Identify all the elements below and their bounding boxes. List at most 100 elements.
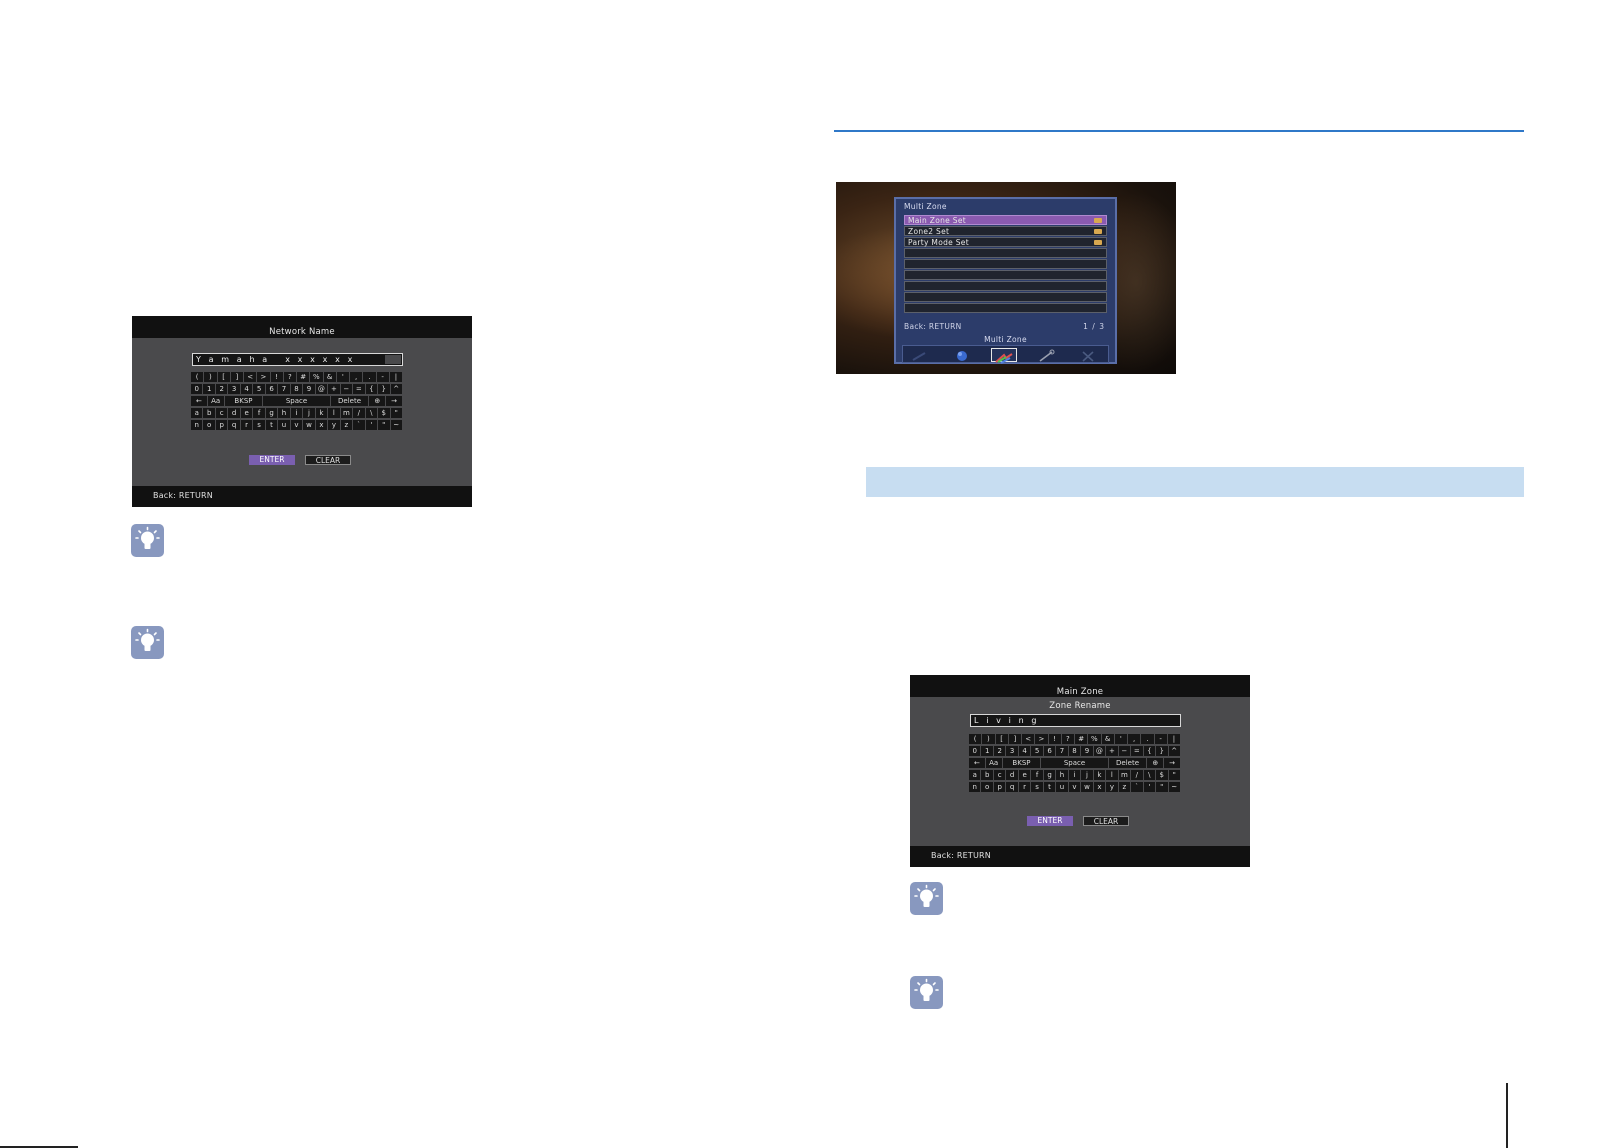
speaker-icon[interactable] [907, 348, 933, 362]
keyboard-key[interactable]: e [1018, 770, 1031, 780]
keyboard-key[interactable]: ^ [390, 384, 402, 394]
keyboard-key[interactable]: / [1131, 770, 1143, 780]
keyboard-key[interactable]: " [390, 408, 402, 418]
keyboard-key[interactable]: & [323, 372, 336, 382]
keyboard-key[interactable]: ^ [1168, 746, 1180, 756]
keyboard-key[interactable]: 4 [1018, 746, 1031, 756]
keyboard-key[interactable]: 4 [240, 384, 253, 394]
arrow-right-key[interactable]: → [1164, 758, 1180, 768]
keyboard-key[interactable]: b [203, 408, 215, 418]
keyboard-key[interactable]: " [378, 420, 390, 430]
arrow-left-key[interactable]: ← [969, 758, 985, 768]
keyboard-key[interactable]: h [278, 408, 290, 418]
keyboard-key[interactable]: u [1056, 782, 1068, 792]
keyboard-key[interactable]: j [303, 408, 315, 418]
keyboard-key[interactable]: = [353, 384, 365, 394]
keyboard-key[interactable]: 7 [278, 384, 290, 394]
keyboard-key[interactable]: ) [204, 372, 217, 382]
delete-key[interactable]: Delete [1108, 758, 1147, 768]
keyboard-key[interactable]: , [350, 372, 363, 382]
keyboard-key[interactable]: f [253, 408, 265, 418]
keyboard-key[interactable]: l [1106, 770, 1118, 780]
menu-item-zone2-set[interactable]: Zone2 Set [904, 226, 1107, 236]
keyboard-key[interactable]: . [1141, 734, 1154, 744]
keyboard-key[interactable]: n [191, 420, 203, 430]
keyboard-key[interactable]: i [290, 408, 303, 418]
keyboard-key[interactable]: \ [1143, 770, 1156, 780]
keyboard-key[interactable]: 0 [191, 384, 203, 394]
keyboard-key[interactable]: e [240, 408, 253, 418]
keyboard-key[interactable]: , [1128, 734, 1141, 744]
keyboard-key[interactable]: t [265, 420, 278, 430]
keyboard-key[interactable]: ' [1143, 782, 1156, 792]
keyboard-key[interactable]: q [1006, 782, 1018, 792]
keyboard-key[interactable]: $ [1156, 770, 1168, 780]
keyboard-key[interactable]: m [1118, 770, 1131, 780]
menu-item-main-zone-set[interactable]: Main Zone Set [904, 215, 1107, 225]
keyboard-key[interactable]: w [303, 420, 315, 430]
keyboard-key[interactable]: 6 [265, 384, 278, 394]
keyboard-key[interactable]: < [244, 372, 257, 382]
keyboard-key[interactable]: @ [315, 384, 328, 394]
keyboard-key[interactable]: p [215, 420, 228, 430]
keyboard-key[interactable]: " [1168, 770, 1180, 780]
keyboard-key[interactable]: y [1106, 782, 1118, 792]
keyboard-key[interactable]: ( [969, 734, 982, 744]
keyboard-key[interactable]: | [1167, 734, 1180, 744]
globe-key[interactable]: ⊕ [1147, 758, 1164, 768]
keyboard-key[interactable]: 9 [1081, 746, 1093, 756]
keyboard-key[interactable]: s [253, 420, 265, 430]
multi-zone-icon[interactable] [991, 348, 1017, 364]
keyboard-key[interactable]: j [1081, 770, 1093, 780]
keyboard-key[interactable]: 3 [228, 384, 240, 394]
case-toggle-key[interactable]: Aa [985, 758, 1002, 768]
keyboard-key[interactable]: r [240, 420, 253, 430]
keyboard-key[interactable]: g [1043, 770, 1056, 780]
delete-key[interactable]: Delete [330, 396, 369, 406]
keyboard-key[interactable]: 8 [1068, 746, 1081, 756]
keyboard-key[interactable]: | [389, 372, 402, 382]
keyboard-key[interactable]: ! [270, 372, 283, 382]
keyboard-key[interactable]: v [1068, 782, 1081, 792]
globe-key[interactable]: ⊕ [369, 396, 386, 406]
clear-button[interactable]: CLEAR [305, 455, 351, 465]
keyboard-key[interactable]: 8 [290, 384, 303, 394]
case-toggle-key[interactable]: Aa [207, 396, 224, 406]
keyboard-key[interactable]: o [203, 420, 215, 430]
keyboard-key[interactable]: - [1154, 734, 1167, 744]
keyboard-key[interactable]: # [1075, 734, 1088, 744]
keyboard-key[interactable]: ? [283, 372, 296, 382]
keyboard-key[interactable]: r [1018, 782, 1031, 792]
enter-button[interactable]: ENTER [1027, 816, 1073, 826]
arrow-right-key[interactable]: → [386, 396, 402, 406]
keyboard-key[interactable]: . [363, 372, 376, 382]
keyboard-key[interactable]: ~ [390, 420, 402, 430]
keyboard-key[interactable]: = [1131, 746, 1143, 756]
keyboard-key[interactable]: [ [995, 734, 1008, 744]
keyboard-key[interactable]: x [315, 420, 328, 430]
keyboard-key[interactable]: a [969, 770, 981, 780]
keyboard-key[interactable]: s [1031, 782, 1043, 792]
keyboard-key[interactable]: ' [365, 420, 378, 430]
keyboard-key[interactable]: 2 [993, 746, 1006, 756]
keyboard-key[interactable]: % [1088, 734, 1101, 744]
keyboard-key[interactable]: − [1118, 746, 1131, 756]
keyboard-key[interactable]: ) [982, 734, 995, 744]
keyboard-key[interactable]: ' [1114, 734, 1127, 744]
network-name-field[interactable]: Y a m a h a x x x x x x [192, 353, 403, 366]
keyboard-key[interactable]: c [993, 770, 1006, 780]
keyboard-key[interactable]: ] [230, 372, 243, 382]
keyboard-key[interactable]: m [340, 408, 353, 418]
keyboard-key[interactable]: u [278, 420, 290, 430]
keyboard-key[interactable]: 1 [981, 746, 993, 756]
keyboard-key[interactable]: x [1093, 782, 1106, 792]
keyboard-key[interactable]: ' [336, 372, 349, 382]
keyboard-key[interactable]: { [1143, 746, 1156, 756]
keyboard-key[interactable]: h [1056, 770, 1068, 780]
enter-button[interactable]: ENTER [249, 455, 295, 465]
keyboard-key[interactable]: ` [353, 420, 365, 430]
keyboard-key[interactable]: + [1106, 746, 1118, 756]
keyboard-key[interactable]: z [340, 420, 353, 430]
keyboard-key[interactable]: > [257, 372, 270, 382]
keyboard-key[interactable]: } [1156, 746, 1168, 756]
